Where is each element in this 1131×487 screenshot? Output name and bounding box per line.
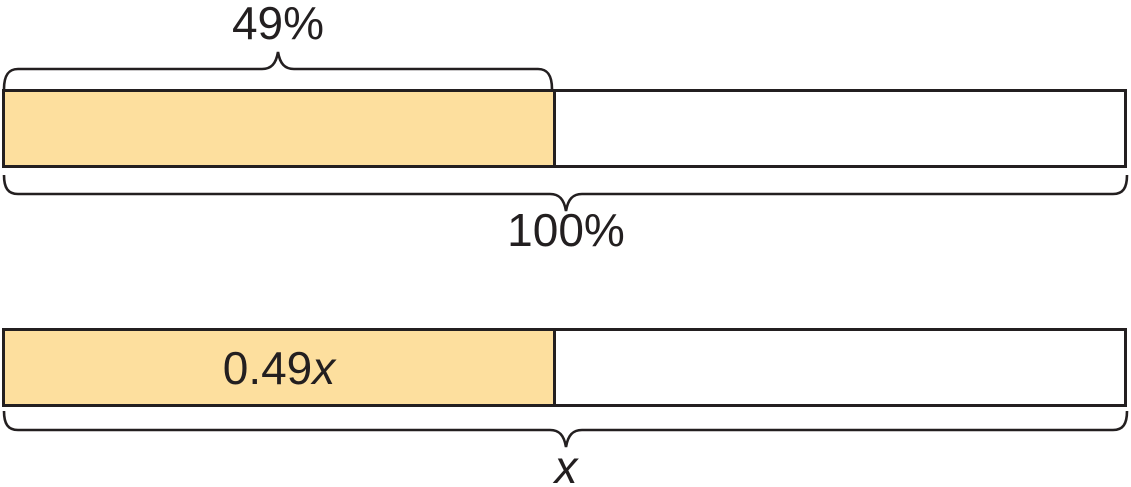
shaded-amount-coefficient: 0.49	[222, 341, 313, 394]
variable-unshaded-segment	[556, 331, 1124, 404]
percent-shaded-segment	[5, 92, 556, 165]
brace-49-percent	[2, 51, 554, 90]
variable-shaded-segment: 0.49x	[5, 331, 556, 404]
shaded-amount-label: 0.49x	[223, 345, 336, 391]
variable-tape-bar: 0.49x	[2, 328, 1127, 407]
total-variable-label: x	[554, 441, 578, 487]
shaded-percent-label: 49%	[231, 0, 325, 49]
shaded-amount-variable: x	[312, 341, 336, 394]
total-percent-label: 100%	[507, 204, 625, 256]
percent-tape-bar	[2, 89, 1127, 168]
percent-unshaded-segment	[556, 92, 1124, 165]
